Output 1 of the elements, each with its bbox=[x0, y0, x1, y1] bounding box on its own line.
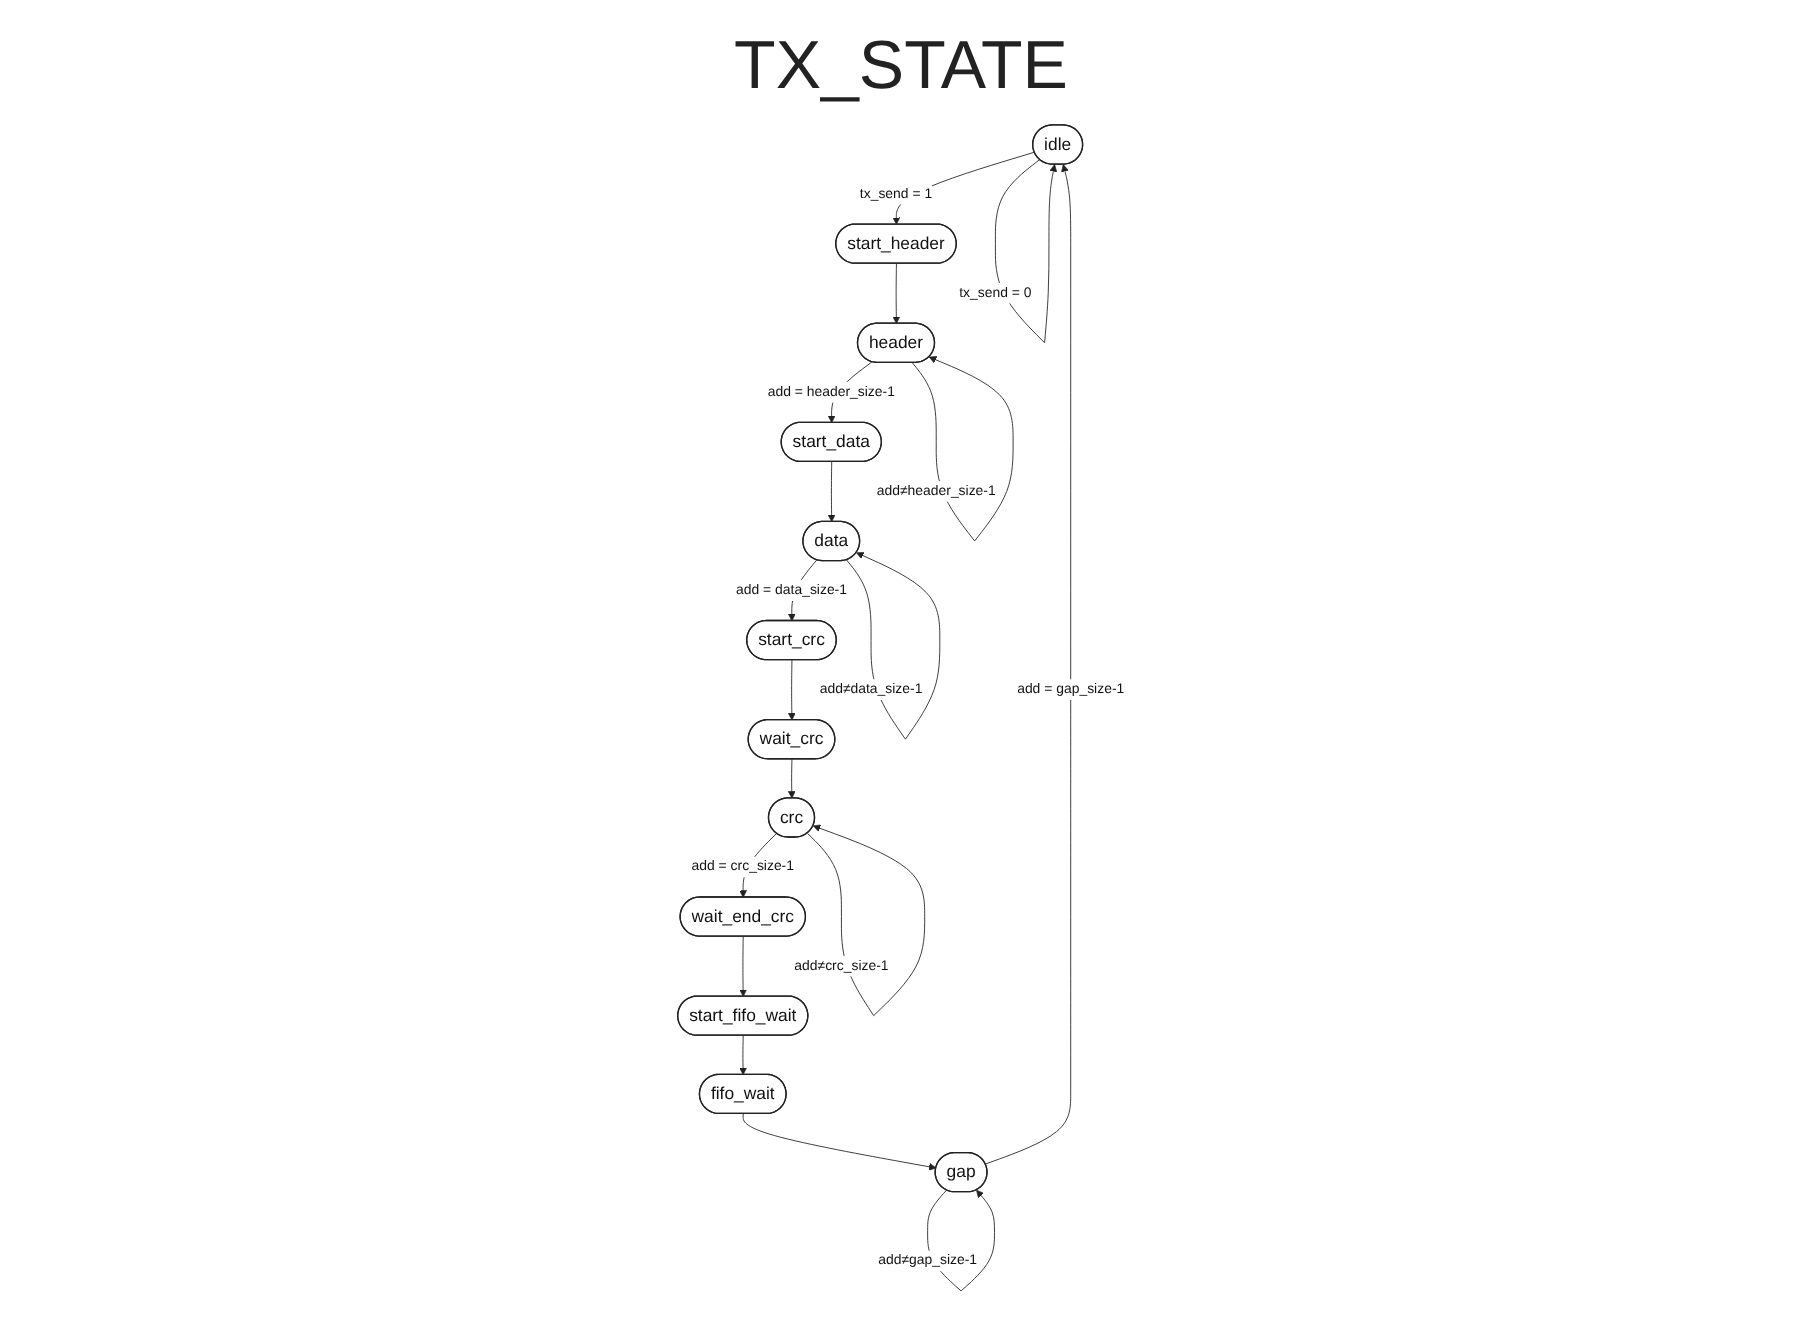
diagram-title: TX_STATE bbox=[732, 28, 1070, 106]
